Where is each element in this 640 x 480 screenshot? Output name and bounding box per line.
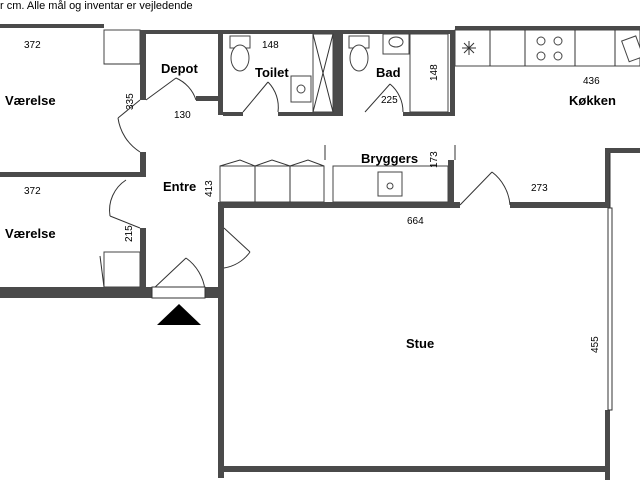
dim-335: 335 [125, 93, 136, 110]
entrance-arrow-icon [157, 304, 201, 325]
room-label-stue: Stue [406, 336, 434, 351]
dim-225: 225 [381, 95, 398, 106]
dim-173: 173 [429, 151, 440, 168]
dim-130: 130 [174, 110, 191, 121]
dim-215: 215 [124, 225, 135, 242]
walls [0, 24, 640, 480]
room-label-toilet: Toilet [255, 65, 289, 80]
room-label-vaerelse-top: Værelse [5, 93, 56, 108]
room-labels: Værelse Værelse Depot Toilet Bad Køkken … [5, 61, 616, 351]
dim-664: 664 [407, 216, 424, 227]
dim-148-bad: 148 [429, 64, 440, 81]
dim-455: 455 [590, 336, 601, 353]
room-label-bryggers: Bryggers [361, 151, 418, 166]
room-label-entre: Entre [163, 179, 196, 194]
dim-413: 413 [204, 180, 215, 197]
room-label-bad: Bad [376, 65, 401, 80]
room-label-koekken: Køkken [569, 93, 616, 108]
doors [109, 77, 511, 299]
dim-372-top: 372 [24, 40, 41, 51]
dimensions: 372 372 148 148 436 335 130 225 413 173 … [24, 40, 601, 353]
dim-148-toilet: 148 [262, 40, 279, 51]
dim-273: 273 [531, 183, 548, 194]
dim-436: 436 [583, 76, 600, 87]
ceiling-light-icon [462, 41, 476, 55]
room-label-vaerelse-bottom: Værelse [5, 226, 56, 241]
plan-note: r cm. Alle mål og inventar er vejledende [0, 0, 193, 12]
stove-hob-icon [536, 36, 563, 61]
dim-372-bottom: 372 [24, 186, 41, 197]
room-label-depot: Depot [161, 61, 199, 76]
fixtures [99, 29, 640, 288]
